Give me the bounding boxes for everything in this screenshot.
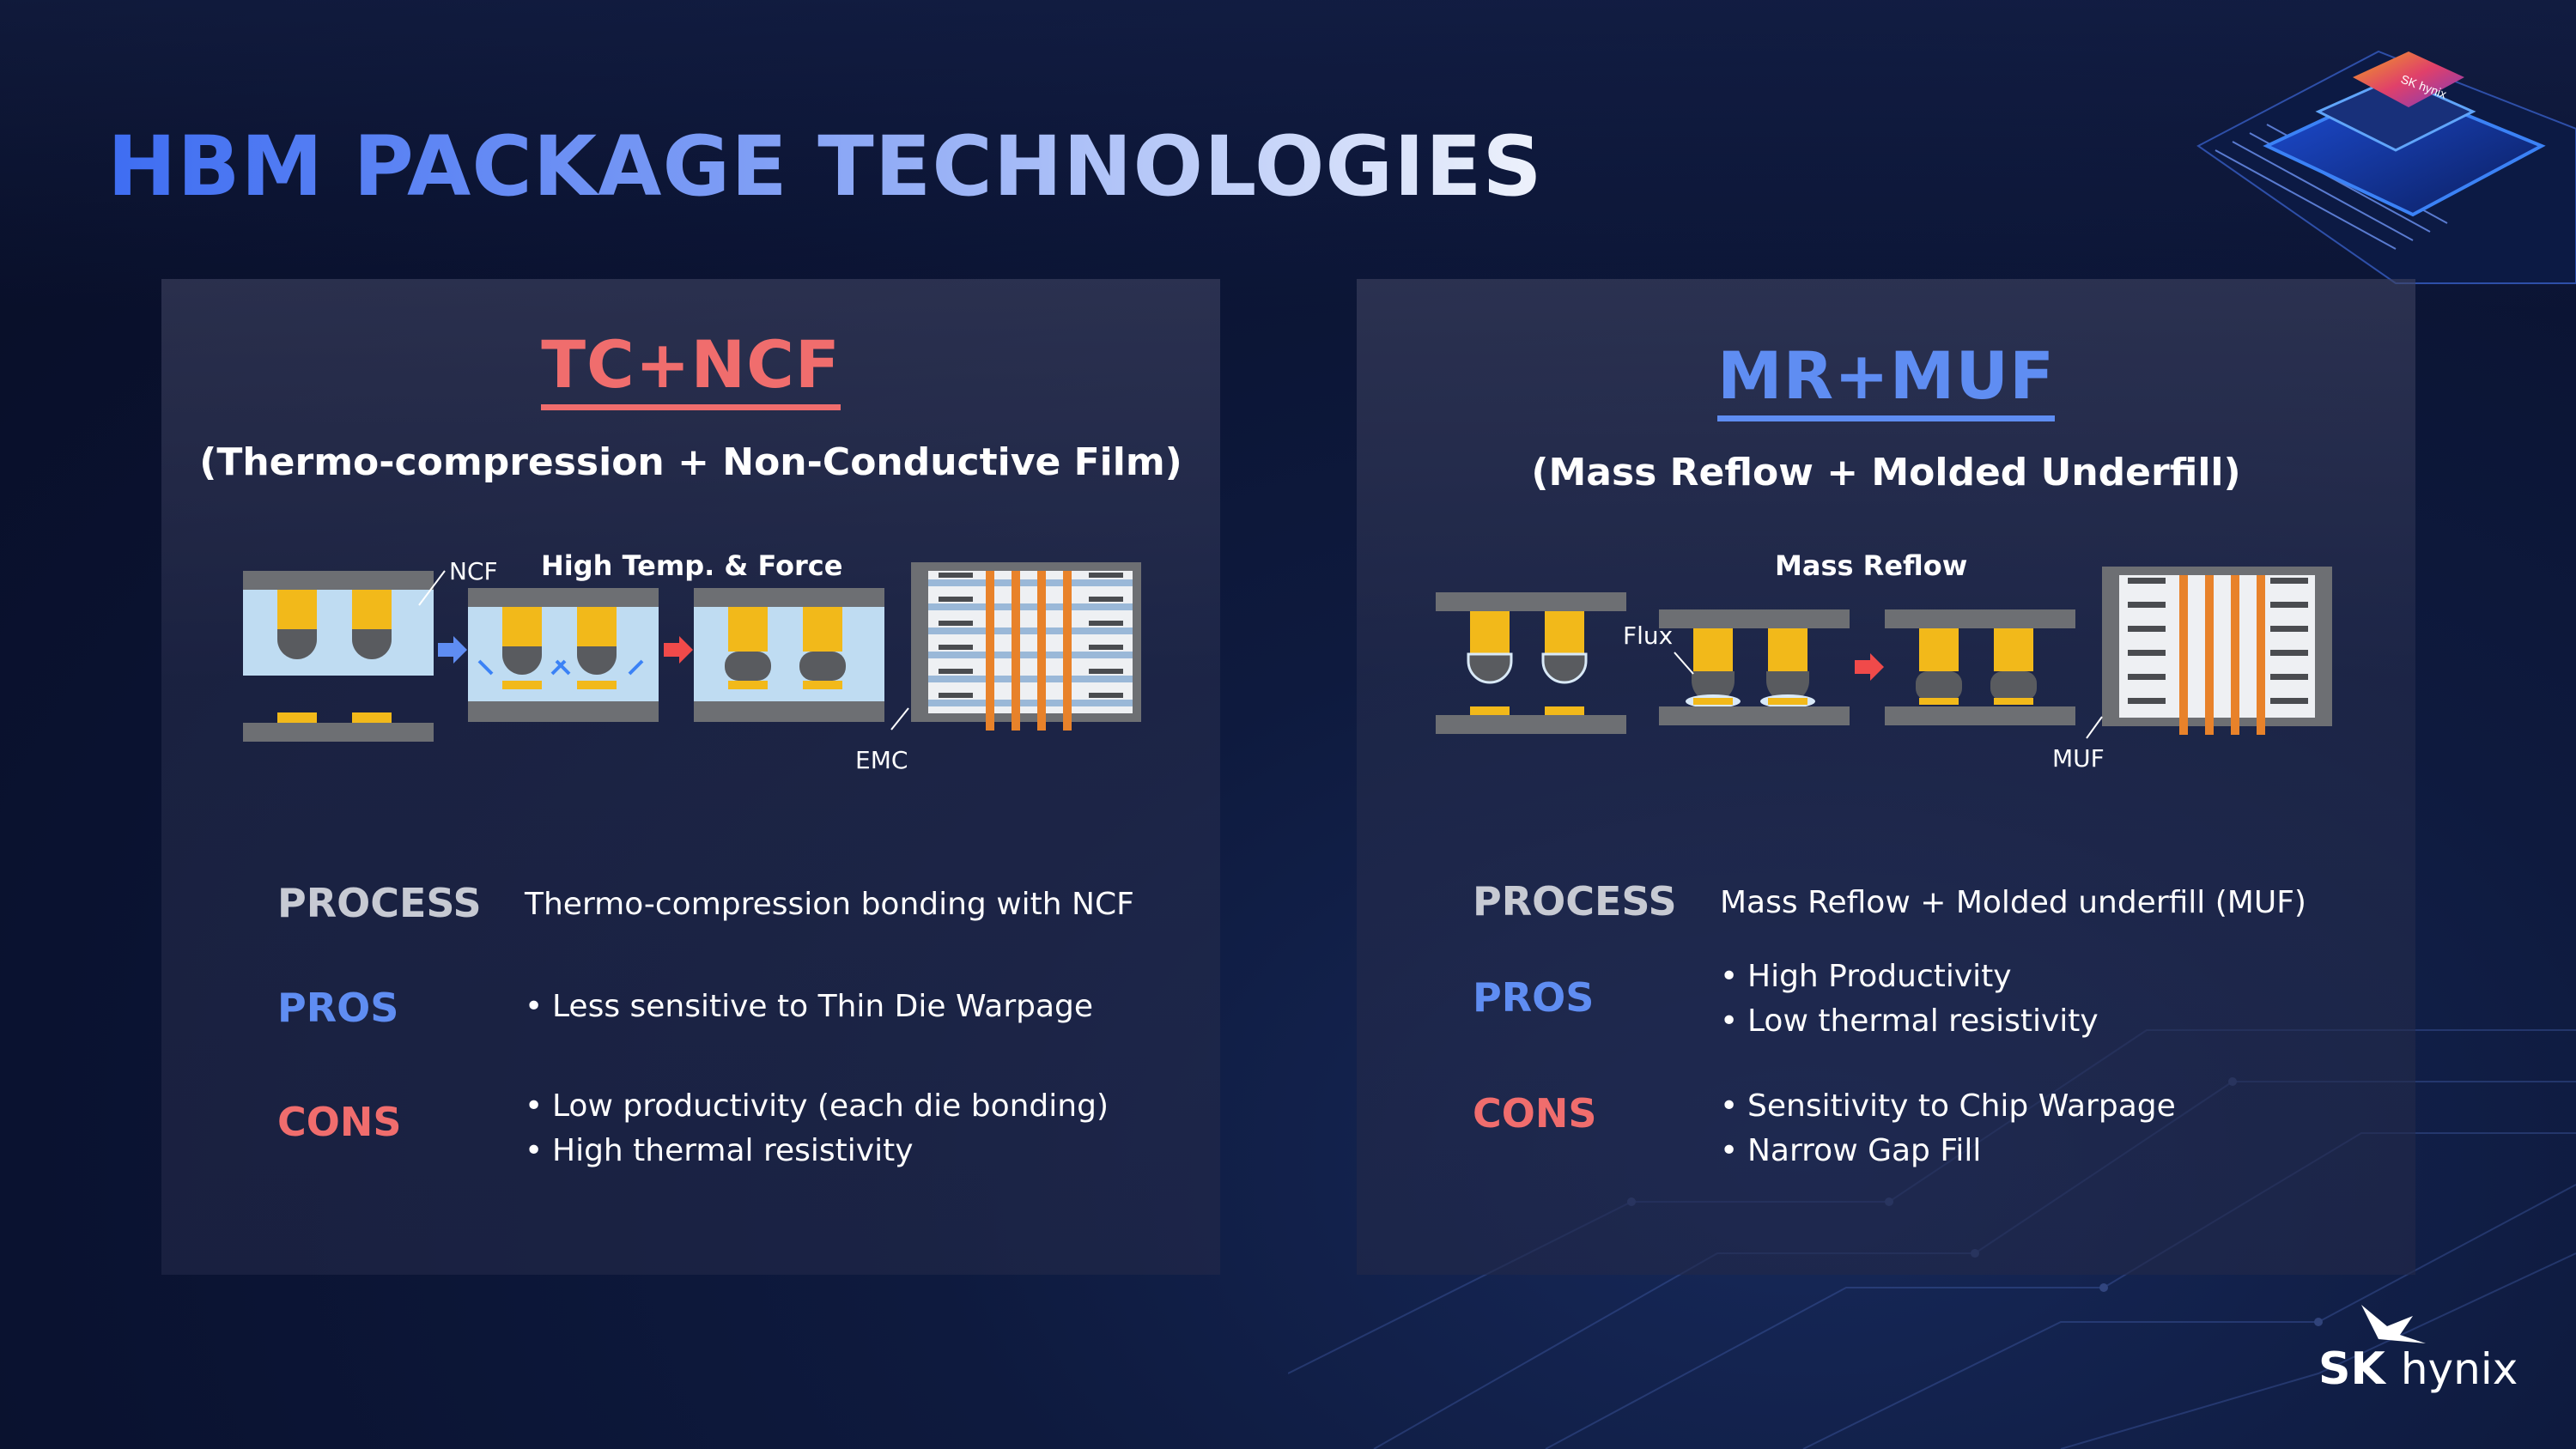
tc-step-2 — [468, 588, 659, 722]
ncf-label: NCF — [449, 557, 498, 585]
sk-logo-icon — [2361, 1305, 2426, 1343]
panel-subtitle-mr-muf: (Mass Reflow + Molded Underfill) — [1531, 451, 2241, 494]
pros-list: Less sensitive to Thin Die Warpage — [525, 985, 1093, 1029]
list-item: Narrow Gap Fill — [1720, 1129, 2176, 1173]
list-item: Less sensitive to Thin Die Warpage — [525, 985, 1093, 1029]
arrow-right-icon — [438, 636, 467, 664]
background-glow — [0, 0, 2576, 309]
panel-tc-ncf: TC+NCF (Thermo-compression + Non-Conduct… — [161, 279, 1220, 1275]
tc-step-1 — [243, 571, 434, 742]
process-text: Thermo-compression bonding with NCF — [525, 887, 1134, 922]
process-label: PROCESS — [277, 880, 482, 926]
diagram-mr-muf: Mass Reflow — [1436, 549, 2332, 773]
emc-label: EMC — [855, 746, 908, 774]
chip-illustration: SK hynix — [2196, 50, 2576, 284]
mr-stack — [2102, 567, 2332, 735]
arrow-right-icon — [664, 636, 693, 664]
mr-step-label: Mass Reflow — [1775, 549, 1967, 582]
pros-list: High Productivity Low thermal resistivit… — [1720, 955, 2099, 1044]
arrow-right-icon — [1855, 653, 1884, 681]
tc-step-3 — [694, 588, 884, 722]
panel-title-tc-ncf: TC+NCF — [161, 326, 1220, 410]
list-item: High thermal resistivity — [525, 1129, 1109, 1173]
pros-label: PROS — [1473, 974, 1595, 1021]
brand-logo: SK hynix — [2318, 1343, 2518, 1395]
list-item: Low productivity (each die bonding) — [525, 1084, 1109, 1129]
mr-step-1 — [1436, 592, 1626, 734]
panel-mr-muf: MR+MUF (Mass Reflow + Molded Underfill) … — [1357, 279, 2415, 1275]
muf-label: MUF — [2052, 744, 2105, 773]
list-item: High Productivity — [1720, 955, 2099, 999]
tc-step-label: High Temp. & Force — [541, 554, 842, 582]
page-title: HBM PACKAGE TECHNOLOGIES — [107, 118, 1543, 215]
process-label: PROCESS — [1473, 878, 1677, 925]
list-item: Low thermal resistivity — [1720, 999, 2099, 1044]
diagram-tc-ncf: NCF High Temp. & Force — [243, 554, 1141, 774]
cons-label: CONS — [1473, 1090, 1597, 1137]
mr-step-3 — [1885, 609, 2075, 725]
brand-sk: SK — [2318, 1343, 2385, 1395]
pros-label: PROS — [277, 985, 399, 1031]
cons-list: Sensitivity to Chip Warpage Narrow Gap F… — [1720, 1084, 2176, 1173]
cons-label: CONS — [277, 1099, 402, 1145]
panel-subtitle-tc-ncf: (Thermo-compression + Non-Conductive Fil… — [199, 440, 1182, 484]
brand-hynix: hynix — [2400, 1344, 2518, 1394]
mr-step-2 — [1659, 609, 1850, 725]
tc-stack — [911, 562, 1141, 731]
process-text: Mass Reflow + Molded underfill (MUF) — [1720, 885, 2306, 920]
panel-title-mr-muf: MR+MUF — [1357, 337, 2415, 421]
cons-list: Low productivity (each die bonding) High… — [525, 1084, 1109, 1173]
flux-label: Flux — [1623, 621, 1673, 650]
list-item: Sensitivity to Chip Warpage — [1720, 1084, 2176, 1129]
